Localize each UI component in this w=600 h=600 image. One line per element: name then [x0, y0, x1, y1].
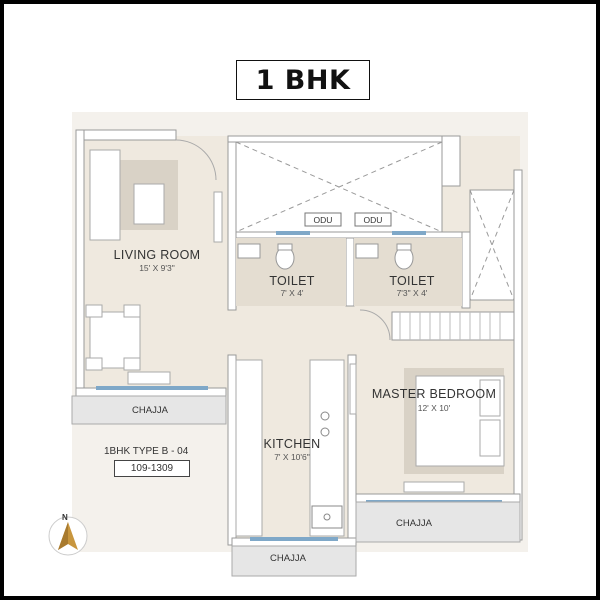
toilet-2-size: 7'3" X 4' — [397, 288, 428, 298]
compass-north-label: N — [62, 513, 68, 522]
door-arcs — [175, 139, 391, 341]
odu-label-2: ODU — [364, 215, 383, 225]
living-room-label: LIVING ROOM — [114, 248, 201, 262]
bed — [403, 368, 505, 493]
toilet-1 — [236, 238, 346, 306]
master-bedroom-label: MASTER BEDROOM — [372, 387, 496, 401]
plan-title: 1 BHK — [236, 60, 370, 100]
kitchen-label: KITCHEN — [264, 437, 321, 451]
walls — [75, 129, 523, 547]
unit-ids: 109-1309 — [114, 460, 190, 477]
odu-units: ODU ODU — [304, 212, 392, 227]
compass-icon: N — [48, 513, 88, 556]
duct-area — [235, 141, 515, 301]
chajja-label-bottom: CHAJJA — [270, 553, 307, 564]
unit-type-label: 1BHK TYPE B - 04 — [104, 446, 189, 457]
toilet-1-size: 7' X 4' — [280, 288, 303, 298]
living-room-size: 15' X 9'3" — [139, 263, 175, 273]
kitchen-size: 7' X 10'6" — [274, 452, 310, 462]
toilet-2-label: TOILET — [389, 274, 434, 288]
odu-label-1: ODU — [314, 215, 333, 225]
chajja-areas — [71, 395, 521, 577]
chajja-label-right: CHAJJA — [396, 518, 433, 529]
toilet-1-label: TOILET — [269, 274, 314, 288]
toilet-2 — [354, 238, 462, 306]
chajja-label-left: CHAJJA — [132, 405, 169, 416]
master-bedroom-size: 12' X 10' — [418, 403, 451, 413]
wardrobe — [391, 311, 515, 341]
living-furniture — [85, 149, 223, 385]
kitchen-counters — [235, 359, 357, 537]
